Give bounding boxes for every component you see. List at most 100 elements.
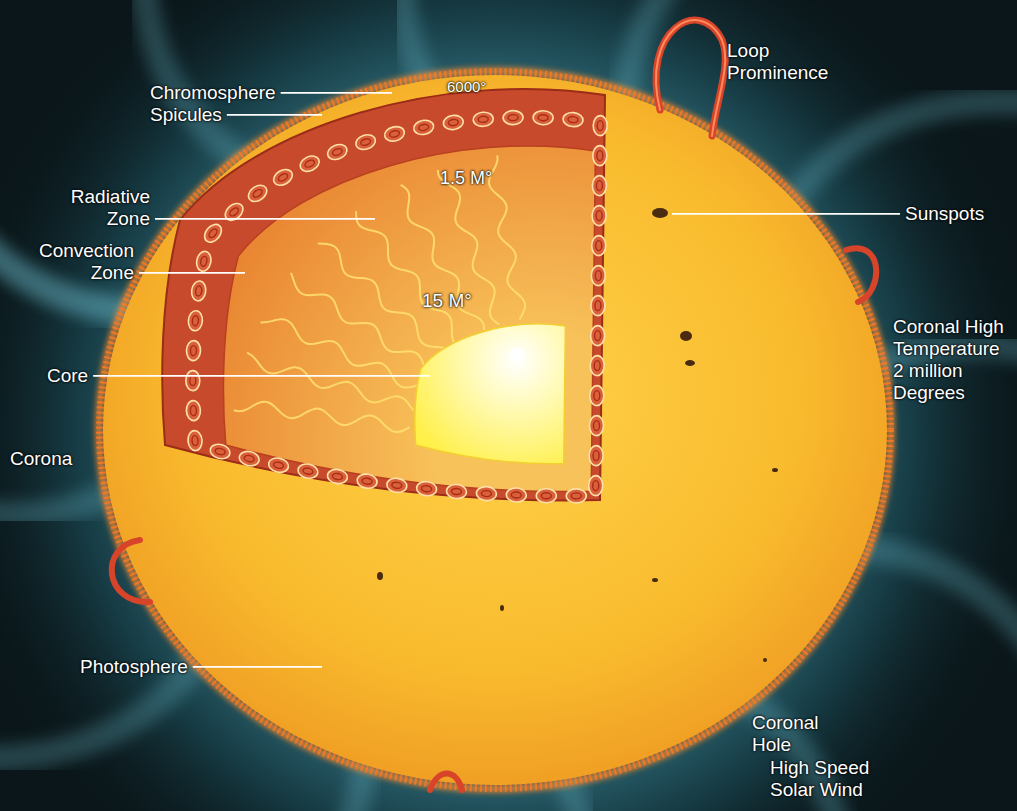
cell-outer [209,442,232,461]
cell-inner [190,405,196,415]
cell-outer [298,153,322,174]
cell-inner [538,115,548,121]
convection-cell [476,486,497,501]
cell-inner [244,455,255,463]
convection-cell [354,132,377,151]
radiative-zone [223,146,595,492]
sunspot [652,578,658,582]
convection-cell [593,146,607,166]
convection-cell [245,182,269,205]
convection-cell [267,456,289,474]
cell-outer [592,176,606,196]
cell-inner [595,271,601,281]
radiation-wave [261,319,425,387]
cell-outer [186,340,201,361]
convection-cell [506,488,526,503]
leader-line [281,92,392,94]
cell-inner [418,124,429,132]
cell-inner [192,315,199,325]
cell-inner [595,301,601,311]
layer-label: Photosphere [80,656,188,678]
convection-cell [188,310,204,331]
cell-inner [478,116,488,123]
cell-outer [271,166,295,188]
convection-cell [562,112,583,128]
cell-outer [354,132,377,151]
cell-outer [383,125,406,143]
prominence [430,774,462,791]
cell-outer [590,386,604,406]
convection-cell [326,468,348,485]
cell-outer [476,486,497,501]
cell-outer [593,146,607,166]
cell-outer [245,182,269,205]
cell-outer [590,326,604,346]
convection-cell [356,473,378,490]
cell-inner [195,286,202,297]
chromosphere-glow [99,71,891,789]
radiation-wave [234,402,410,432]
sunspot [680,331,692,341]
cell-outer [186,400,201,420]
cell-outer [187,430,202,451]
convection-cell [589,446,603,466]
corona-streak [852,548,1017,701]
cell-outer [222,200,246,224]
cell-inner [302,467,313,475]
cell-outer [589,416,603,436]
convection-cell [592,176,606,196]
prominence [846,248,876,302]
cell-inner [332,473,343,481]
loop-prominence [656,20,725,136]
convection-cell [186,371,200,391]
convection-cells [186,110,608,503]
feature-note: High Speed Solar Wind [770,757,880,801]
spicule-fringe [103,75,887,785]
convection-cell [271,166,295,188]
cell-outer [326,468,348,485]
cell-outer [473,111,494,127]
convection-cell [590,356,604,376]
sunspot [685,360,695,366]
cell-inner [541,493,551,499]
cell-inner [190,345,196,355]
cell-outer [566,489,586,503]
corona-streak [0,159,138,312]
cell-inner [508,114,518,120]
convection-cell [383,125,406,143]
corona-streak [0,652,204,759]
cell-outer [188,310,204,331]
layer-label: Radiative Zone [50,186,150,230]
leader-line [227,114,322,116]
cell-inner [389,130,400,138]
convection-cell [413,119,435,137]
leader-line [155,218,375,220]
convection-cell [416,481,437,497]
cell-outer [416,481,437,497]
photosphere-disk [103,75,887,785]
sunspot [763,658,767,662]
cell-outer [442,114,464,131]
cell-inner [277,172,289,182]
cell-inner [215,447,226,455]
cell-inner [391,482,402,489]
cell-inner [228,206,239,217]
cell-inner [362,478,373,485]
corona-streak [0,159,138,312]
cell-outer [536,489,556,503]
temperature-label: 15 M° [422,290,472,312]
cell-inner [448,119,459,126]
cell-outer [356,473,378,490]
corona-streak [786,101,1017,208]
layer-label: Chromosphere [150,82,276,104]
convection-cell [533,110,553,125]
convection-cell [591,266,605,286]
cell-outer [589,476,603,496]
leader-line [139,272,245,274]
cell-inner [421,485,432,492]
convection-cell [325,142,349,162]
cell-inner [596,211,602,221]
convection-cell [593,116,607,136]
cell-inner [192,435,199,445]
